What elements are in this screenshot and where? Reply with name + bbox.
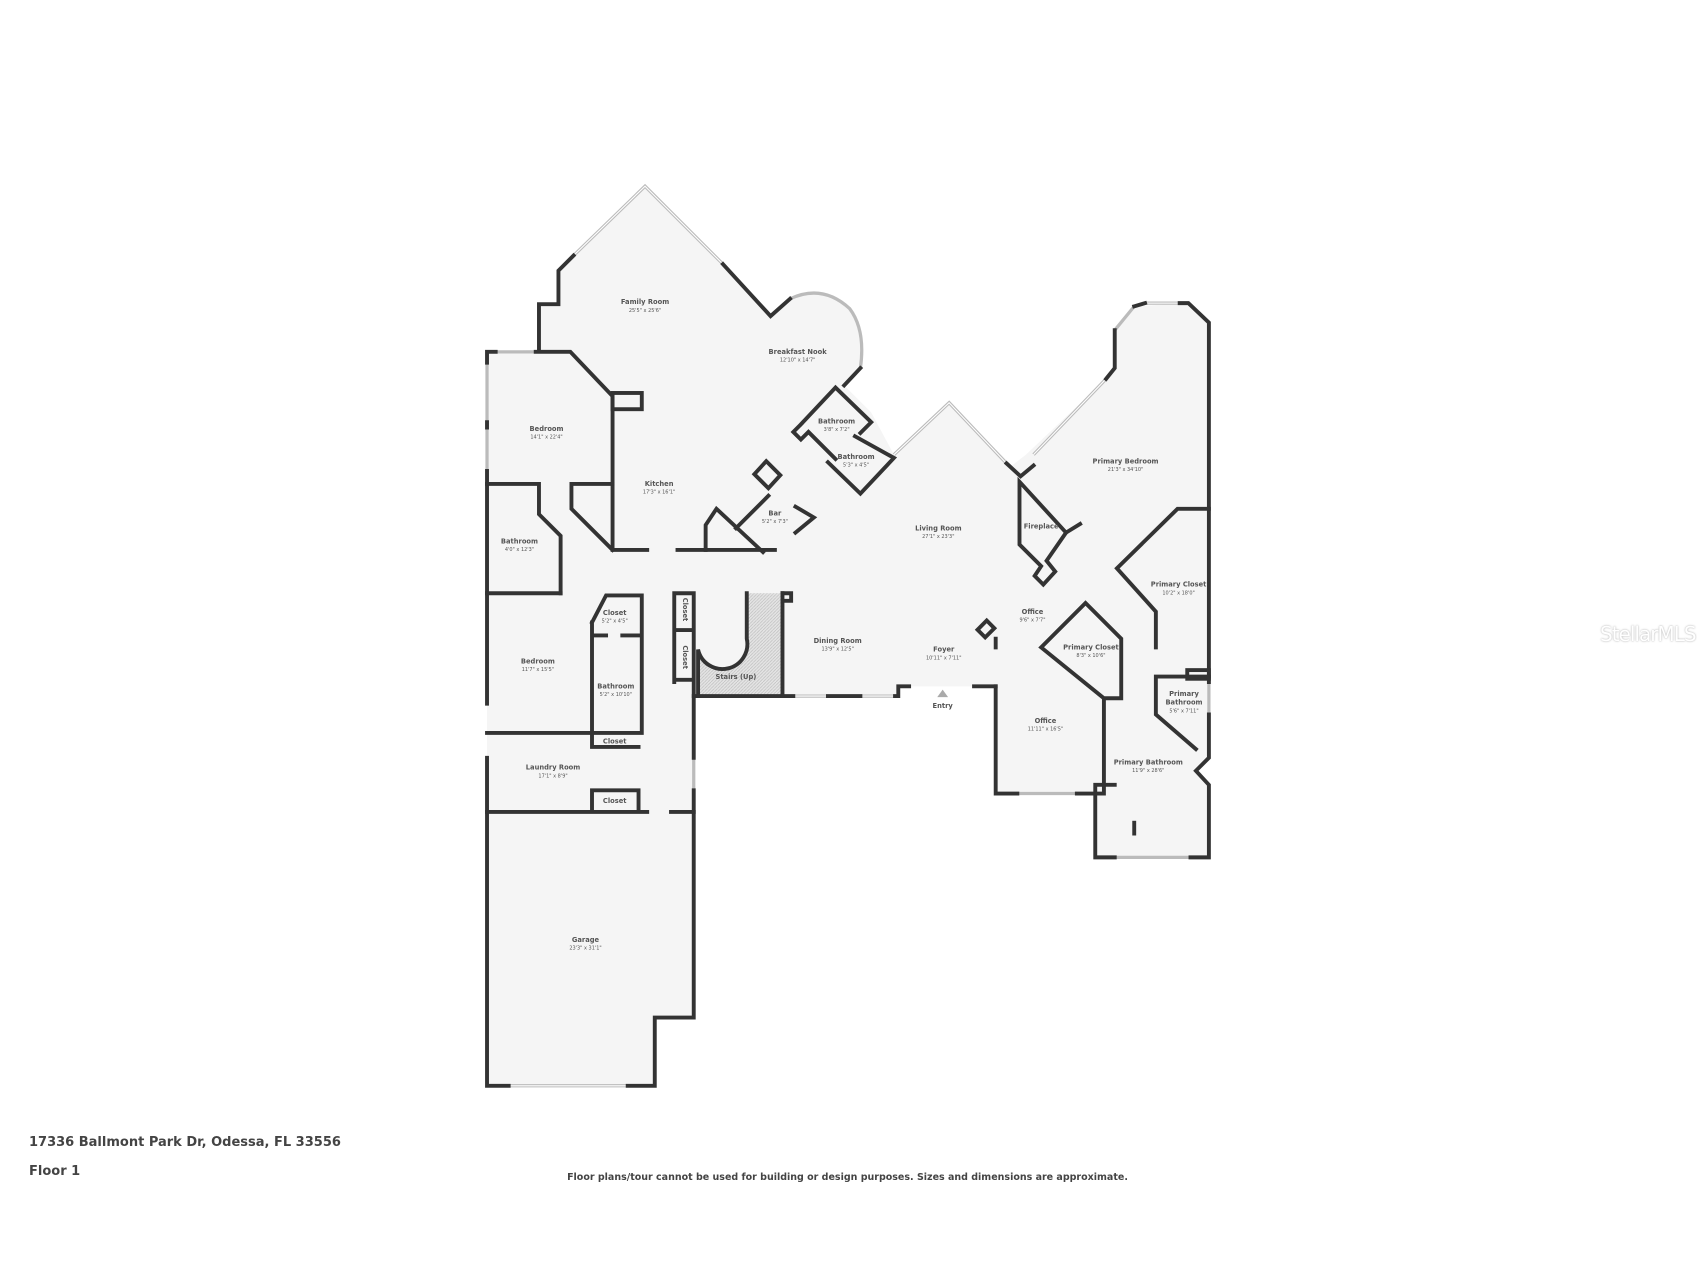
svg-text:Closet: Closet: [681, 598, 689, 622]
svg-text:Garage: Garage: [572, 936, 600, 944]
svg-text:Entry: Entry: [933, 702, 954, 710]
room-primary-bedroom: Primary Bedroom 21'3" x 34'10": [1093, 457, 1159, 473]
svg-text:Fireplace: Fireplace: [1024, 522, 1059, 530]
svg-text:12'10" x 14'7": 12'10" x 14'7": [780, 358, 816, 364]
svg-text:Primary Closet: Primary Closet: [1063, 644, 1119, 652]
svg-text:Dining Room: Dining Room: [814, 637, 862, 645]
room-office: Office 11'11" x 16'5": [1028, 717, 1064, 733]
room-bathroom: Bathroom 3'8" x 7'2": [818, 417, 855, 433]
fireplace-hearth: [1017, 476, 1069, 588]
svg-text:Bathroom: Bathroom: [818, 417, 855, 425]
room-bathroom: Bathroom 4'0" x 12'3": [501, 537, 538, 553]
svg-text:Primary Closet: Primary Closet: [1151, 581, 1207, 589]
svg-text:Living Room: Living Room: [915, 524, 962, 532]
svg-text:9'6" x 7'7": 9'6" x 7'7": [1019, 617, 1045, 623]
svg-text:11'7" x 15'5": 11'7" x 15'5": [522, 667, 554, 673]
svg-text:5'2" x 7'3": 5'2" x 7'3": [762, 519, 788, 525]
room-living-room: Living Room 27'1" x 23'3": [915, 524, 962, 540]
svg-text:Office: Office: [1022, 608, 1044, 616]
svg-text:Bedroom: Bedroom: [530, 425, 564, 433]
room-closet: Closet: [603, 797, 627, 805]
disclaimer: Floor plans/tour cannot be used for buil…: [0, 1172, 1697, 1183]
svg-text:Kitchen: Kitchen: [645, 480, 674, 488]
svg-text:Primary: Primary: [1169, 690, 1199, 698]
room-closet: Closet: [681, 645, 689, 669]
svg-text:Stairs (Up): Stairs (Up): [716, 673, 757, 681]
svg-text:Bedroom: Bedroom: [521, 658, 555, 666]
room-bathroom: Bathroom 5'3" x 4'5": [838, 453, 875, 469]
bar-fixture: [751, 458, 784, 492]
room-dining-room: Dining Room 13'9" x 12'5": [814, 637, 862, 653]
svg-text:Closet: Closet: [681, 645, 689, 669]
watermark-logo: StellarMLS: [1600, 622, 1697, 646]
svg-text:Closet: Closet: [603, 797, 627, 805]
room-family-room: Family Room 25'5" x 25'6": [621, 298, 669, 314]
svg-text:Office: Office: [1035, 717, 1057, 725]
svg-text:Family Room: Family Room: [621, 298, 669, 306]
svg-text:11'11" x 16'5": 11'11" x 16'5": [1028, 727, 1064, 733]
svg-text:14'1" x 22'4": 14'1" x 22'4": [530, 434, 562, 440]
room-closet: Closet: [603, 738, 627, 746]
svg-text:27'1" x 23'3": 27'1" x 23'3": [922, 534, 954, 540]
entry-arrow-icon: [937, 689, 949, 698]
svg-text:Laundry Room: Laundry Room: [526, 764, 581, 772]
svg-text:Foyer: Foyer: [933, 646, 955, 654]
svg-text:Bathroom: Bathroom: [1165, 699, 1202, 707]
svg-text:Bathroom: Bathroom: [838, 453, 875, 461]
svg-text:10'11" x 7'11": 10'11" x 7'11": [926, 655, 962, 661]
svg-text:5'2" x 4'5": 5'2" x 4'5": [602, 618, 628, 624]
floor-area: [487, 186, 1209, 1086]
room-fireplace: Fireplace: [1024, 522, 1059, 530]
floor-label: Floor 1: [29, 1164, 81, 1179]
svg-text:10'2" x 18'0": 10'2" x 18'0": [1162, 590, 1194, 596]
room-breakfast-nook: Breakfast Nook 12'10" x 14'7": [769, 348, 828, 364]
room-labels: Family Room 25'5" x 25'6" Breakfast Nook 1…: [501, 298, 1207, 951]
room-closet: Closet: [681, 598, 689, 622]
svg-text:4'0" x 12'3": 4'0" x 12'3": [505, 547, 534, 553]
svg-text:25'5" x 25'6": 25'5" x 25'6": [629, 308, 661, 314]
svg-text:Closet: Closet: [603, 738, 627, 746]
property-address: 17336 Ballmont Park Dr, Odessa, FL 33556: [29, 1135, 341, 1150]
svg-text:23'3" x 31'1": 23'3" x 31'1": [569, 945, 601, 951]
room-bar: Bar 5'2" x 7'3": [762, 509, 788, 525]
svg-text:21'3" x 34'10": 21'3" x 34'10": [1108, 467, 1144, 473]
svg-text:Closet: Closet: [603, 609, 627, 617]
svg-text:11'9" x 28'6": 11'9" x 28'6": [1132, 768, 1164, 774]
svg-text:5'6" x 7'11": 5'6" x 7'11": [1169, 708, 1198, 714]
disclaimer-text: Floor plans/tour cannot be used for buil…: [567, 1172, 1128, 1183]
svg-text:8'3" x 10'6": 8'3" x 10'6": [1076, 653, 1105, 659]
svg-text:Bar: Bar: [768, 509, 782, 517]
entry-label: Entry: [933, 702, 954, 710]
room-stairs[interactable]: Stairs (Up): [716, 673, 757, 681]
svg-text:3'8" x 7'2": 3'8" x 7'2": [824, 427, 850, 433]
svg-text:Bathroom: Bathroom: [597, 683, 634, 691]
svg-text:Breakfast Nook: Breakfast Nook: [769, 348, 828, 356]
svg-text:Primary Bathroom: Primary Bathroom: [1114, 758, 1183, 766]
svg-text:Bathroom: Bathroom: [501, 537, 538, 545]
svg-text:17'1" x 8'9": 17'1" x 8'9": [538, 773, 567, 779]
svg-text:5'3" x 4'5": 5'3" x 4'5": [843, 463, 869, 469]
room-kitchen: Kitchen 17'3" x 16'1": [643, 480, 675, 496]
room-primary-bathroom: Primary Bathroom 11'9" x 28'6": [1114, 758, 1183, 774]
foyer-column: [974, 617, 998, 641]
svg-text:17'3" x 16'1": 17'3" x 16'1": [643, 490, 675, 496]
svg-text:Primary Bedroom: Primary Bedroom: [1093, 457, 1159, 465]
svg-text:13'9" x 12'5": 13'9" x 12'5": [821, 647, 853, 653]
svg-text:5'2" x 10'10": 5'2" x 10'10": [600, 692, 632, 698]
walls: [485, 252, 1211, 1088]
